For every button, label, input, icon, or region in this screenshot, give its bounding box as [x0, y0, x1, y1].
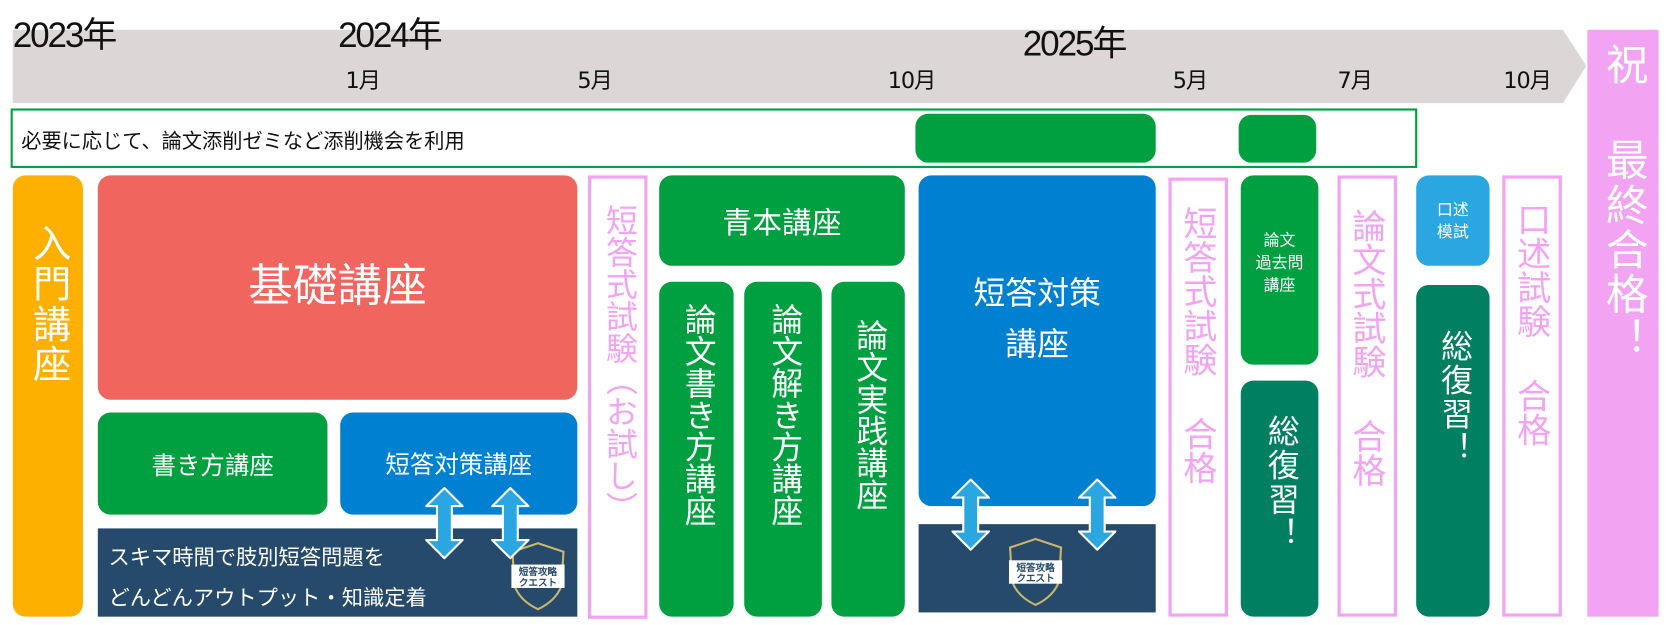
- tensaku-period-bar: [1238, 114, 1317, 163]
- ronbun-exam-pass-label: 論文式試験 合格: [1347, 208, 1388, 487]
- koujutsu-exam-pass-label: 口述試験 合格: [1511, 202, 1553, 447]
- svg-text:短答攻略: 短答攻略: [519, 566, 558, 578]
- year-2025: 2025年: [1022, 23, 1128, 63]
- month-label: 7月: [1337, 68, 1373, 94]
- tantou-course-2-line1: 短答対策: [973, 274, 1101, 313]
- sukima-line-1: スキマ時間で肢別短答問題を: [108, 544, 385, 570]
- koujutsu-mock: 口述 模試: [1416, 175, 1490, 266]
- year-2023: 2023年: [12, 14, 118, 55]
- final-pass-label: 祝 最終合格！: [1598, 42, 1648, 362]
- month-label: 10月: [887, 68, 937, 94]
- month-label: 5月: [1172, 68, 1208, 94]
- tantou-course-1: 短答対策講座: [340, 412, 578, 515]
- ronbun-jissen-label: 論文実践講座: [850, 318, 888, 511]
- kiso-course-label: 基礎講座: [248, 259, 427, 312]
- year-2024: 2024年: [338, 14, 443, 55]
- month-label: 1月: [345, 68, 381, 94]
- svg-text:クエスト: クエスト: [1016, 574, 1054, 585]
- double-arrow-icon: [951, 478, 990, 551]
- koujutsu-mock-line1: 口述: [1436, 199, 1469, 219]
- timeline-arrow: [12, 29, 1587, 104]
- aomoto-course: 青本講座: [659, 175, 905, 266]
- ronbun-kakikata-label: 論文書き方講座: [678, 303, 716, 527]
- ronbun-exam-pass: 論文式試験 合格: [1337, 175, 1398, 617]
- sukima-line-2: どんどんアウトプット・知識定着: [108, 584, 427, 611]
- review-1: 総復習！: [1240, 380, 1319, 617]
- ronbun-kakikata-course: 論文書き方講座: [659, 281, 734, 617]
- tensaku-note: 必要に応じて、論文添削ゼミなど添削機会を利用: [21, 129, 465, 154]
- review-2: 総復習！: [1416, 284, 1490, 617]
- quest-logo: 短答攻略クエスト: [1006, 537, 1066, 607]
- tensaku-row: 必要に応じて、論文添削ゼミなど添削機会を利用: [10, 108, 1418, 168]
- quest-logo: 短答攻略クエスト: [508, 541, 568, 611]
- intro-course: 入門講座: [12, 175, 83, 617]
- ronbun-tokikata-label: 論文解き方講座: [764, 303, 803, 527]
- koujutsu-mock-line2: 模試: [1436, 221, 1469, 241]
- kakomon-line2: 過去問: [1255, 252, 1304, 272]
- tantou-exam-pass-label: 短答式試験 合格: [1178, 206, 1219, 485]
- aomoto-course-label: 青本講座: [722, 204, 842, 240]
- tantou-course-2: 短答対策 講座: [918, 175, 1156, 507]
- tensaku-period-bar: [915, 113, 1156, 163]
- kiso-course: 基礎講座: [97, 175, 578, 400]
- svg-text:短答攻略: 短答攻略: [1016, 562, 1055, 574]
- review-2-label: 総復習！: [1434, 329, 1473, 466]
- trial-exam-label: 短答式試験（お試し）: [599, 204, 637, 524]
- intro-course-label: 入門講座: [26, 223, 71, 385]
- kakikata-course: 書き方講座: [97, 412, 328, 515]
- double-arrow-icon: [425, 486, 464, 560]
- review-1-label: 総復習！: [1261, 414, 1299, 551]
- svg-text:クエスト: クエスト: [519, 578, 557, 589]
- kakomon-line3: 講座: [1263, 274, 1296, 294]
- final-pass-column: 祝 最終合格！: [1587, 29, 1659, 617]
- kakomon-course: 論文 過去問 講座: [1240, 175, 1319, 365]
- double-arrow-icon: [491, 486, 530, 560]
- ronbun-tokikata-course: 論文解き方講座: [744, 281, 822, 617]
- quest-panel: 短答攻略クエスト: [918, 524, 1156, 613]
- kakikata-course-label: 書き方講座: [151, 452, 274, 481]
- tantou-exam-pass: 短答式試験 合格: [1168, 177, 1228, 617]
- koujutsu-exam-pass: 口述試験 合格: [1502, 175, 1562, 617]
- ronbun-jissen-course: 論文実践講座: [831, 281, 905, 617]
- double-arrow-icon: [1078, 478, 1117, 551]
- kakomon-line1: 論文: [1263, 230, 1296, 250]
- tantou-course-2-line2: 講座: [1005, 325, 1070, 364]
- month-label: 10月: [1503, 68, 1552, 94]
- month-label: 5月: [577, 68, 612, 94]
- trial-exam: 短答式試験（お試し）: [587, 175, 648, 619]
- tantou-course-1-label: 短答対策講座: [385, 451, 533, 480]
